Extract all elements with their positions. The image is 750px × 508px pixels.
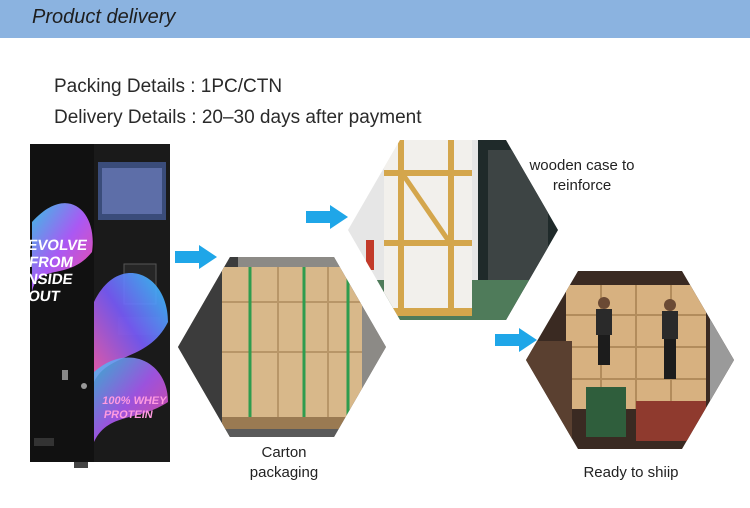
wooden-case-caption-line: reinforce bbox=[552, 177, 612, 194]
page-title: Product delivery bbox=[32, 6, 176, 28]
right-arrow-icon bbox=[175, 245, 217, 269]
delivery-details: Delivery Details : 20–30 days after paym… bbox=[54, 107, 422, 128]
ready-to-ship-caption: Ready to shiip bbox=[583, 464, 679, 481]
vending-machine-image: EVOLVE FROM INSIDE OUT 100% WHEY PROTEIN bbox=[28, 144, 171, 468]
carton-caption: Carton packaging bbox=[224, 443, 344, 483]
packing-details: Packing Details : 1PC/CTN bbox=[54, 76, 283, 97]
slogan-line: INSIDE bbox=[28, 271, 74, 288]
carton-caption-line: Carton bbox=[261, 444, 307, 461]
wooden-case-caption-line: wooden case to bbox=[529, 157, 635, 174]
header-bar: Product delivery bbox=[0, 0, 750, 38]
svg-text:100% WHEY PROTEIN: 100% WHEY PROTEIN bbox=[99, 395, 171, 421]
wooden-case-image bbox=[348, 140, 558, 320]
carton-packaging-image bbox=[178, 257, 386, 437]
right-arrow-icon bbox=[495, 328, 537, 352]
brand-line: 100% WHEY bbox=[101, 395, 168, 407]
wooden-case-caption: wooden case to reinforce bbox=[522, 156, 642, 196]
brand-line: PROTEIN bbox=[103, 409, 154, 421]
svg-text:EVOLVE FROM INSIDE: EVOLVE FROM INSIDE OUT bbox=[28, 237, 93, 305]
slogan-line: FROM bbox=[28, 254, 74, 271]
slogan-line: EVOLVE bbox=[28, 237, 88, 254]
carton-caption-line: packaging bbox=[249, 464, 319, 481]
right-arrow-icon bbox=[306, 205, 348, 229]
slogan-line: OUT bbox=[28, 288, 62, 305]
ready-to-ship-image bbox=[526, 271, 734, 449]
